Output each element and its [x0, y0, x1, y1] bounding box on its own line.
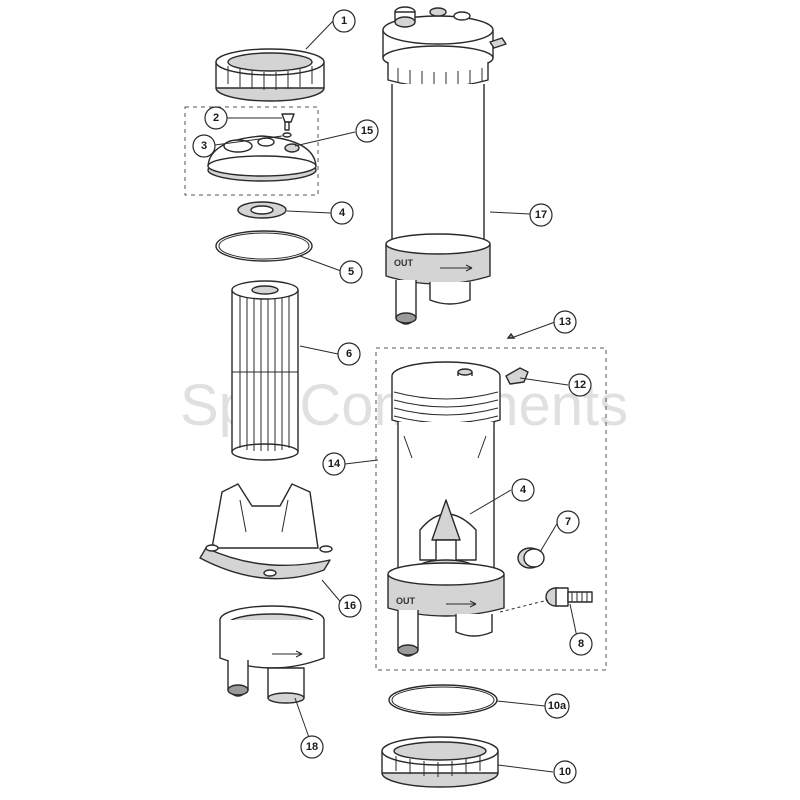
callout-5: 5: [339, 260, 363, 284]
small-o-ring: [282, 132, 292, 138]
svg-text:18: 18: [306, 741, 318, 753]
svg-text:2: 2: [213, 112, 219, 124]
lower-out-marking: OUT: [396, 596, 416, 606]
air-bleed-screw: [281, 113, 295, 131]
drain-valve: [545, 587, 593, 607]
callout-1: 1: [332, 9, 356, 33]
callout-13: 13: [553, 310, 577, 334]
callout-7: 7: [556, 510, 580, 534]
svg-text:1: 1: [341, 15, 347, 27]
svg-text:13: 13: [559, 316, 571, 328]
valve-alignment-line: [499, 599, 549, 613]
svg-text:4: 4: [339, 207, 346, 219]
housing-out-marking: OUT: [394, 258, 414, 268]
base-support-stand: [199, 483, 333, 580]
lid-assembly-group-box: [184, 106, 319, 196]
callout-15: 15: [355, 119, 379, 143]
callout-8: 8: [569, 632, 593, 656]
lid-o-ring: [215, 230, 313, 262]
lower-body-group-box: [375, 347, 607, 671]
svg-text:5: 5: [348, 266, 354, 278]
svg-text:8: 8: [578, 638, 584, 650]
callout-4-upper: 4: [330, 201, 354, 225]
filter-lid: [207, 135, 317, 182]
svg-text:16: 16: [344, 600, 356, 612]
drain-plug: [517, 547, 545, 569]
lower-housing-adapter: [219, 605, 325, 704]
callout-2: 2: [204, 106, 228, 130]
svg-text:14: 14: [328, 458, 341, 470]
svg-text:15: 15: [361, 125, 373, 137]
svg-text:17: 17: [535, 209, 547, 221]
callout-16: 16: [338, 594, 362, 618]
callout-10: 10: [553, 760, 577, 784]
bottom-lock-ring: [381, 736, 499, 788]
svg-text:3: 3: [201, 140, 207, 152]
callout-17: 17: [529, 203, 553, 227]
bottom-o-ring: [388, 684, 498, 716]
svg-text:4: 4: [520, 484, 527, 496]
callout-10a: 10a: [544, 693, 570, 719]
filter-cartridge: [231, 280, 299, 461]
callout-14: 14: [322, 452, 346, 476]
callout-3: 3: [192, 134, 216, 158]
svg-text:10: 10: [559, 766, 571, 778]
svg-text:12: 12: [574, 379, 586, 391]
tiny-screw: [506, 332, 516, 339]
callout-12: 12: [568, 373, 592, 397]
lower-filter-body: OUT: [387, 361, 505, 657]
lock-ring: [215, 48, 325, 102]
assembled-filter-housing: OUT: [382, 6, 507, 325]
svg-text:6: 6: [346, 348, 352, 360]
callout-6: 6: [337, 342, 361, 366]
svg-text:10a: 10a: [548, 700, 567, 712]
gasket-washer: [237, 201, 287, 219]
latch-clip: [505, 367, 529, 385]
callout-4-lower: 4: [511, 478, 535, 502]
svg-text:7: 7: [565, 516, 571, 528]
callout-18: 18: [300, 735, 324, 759]
